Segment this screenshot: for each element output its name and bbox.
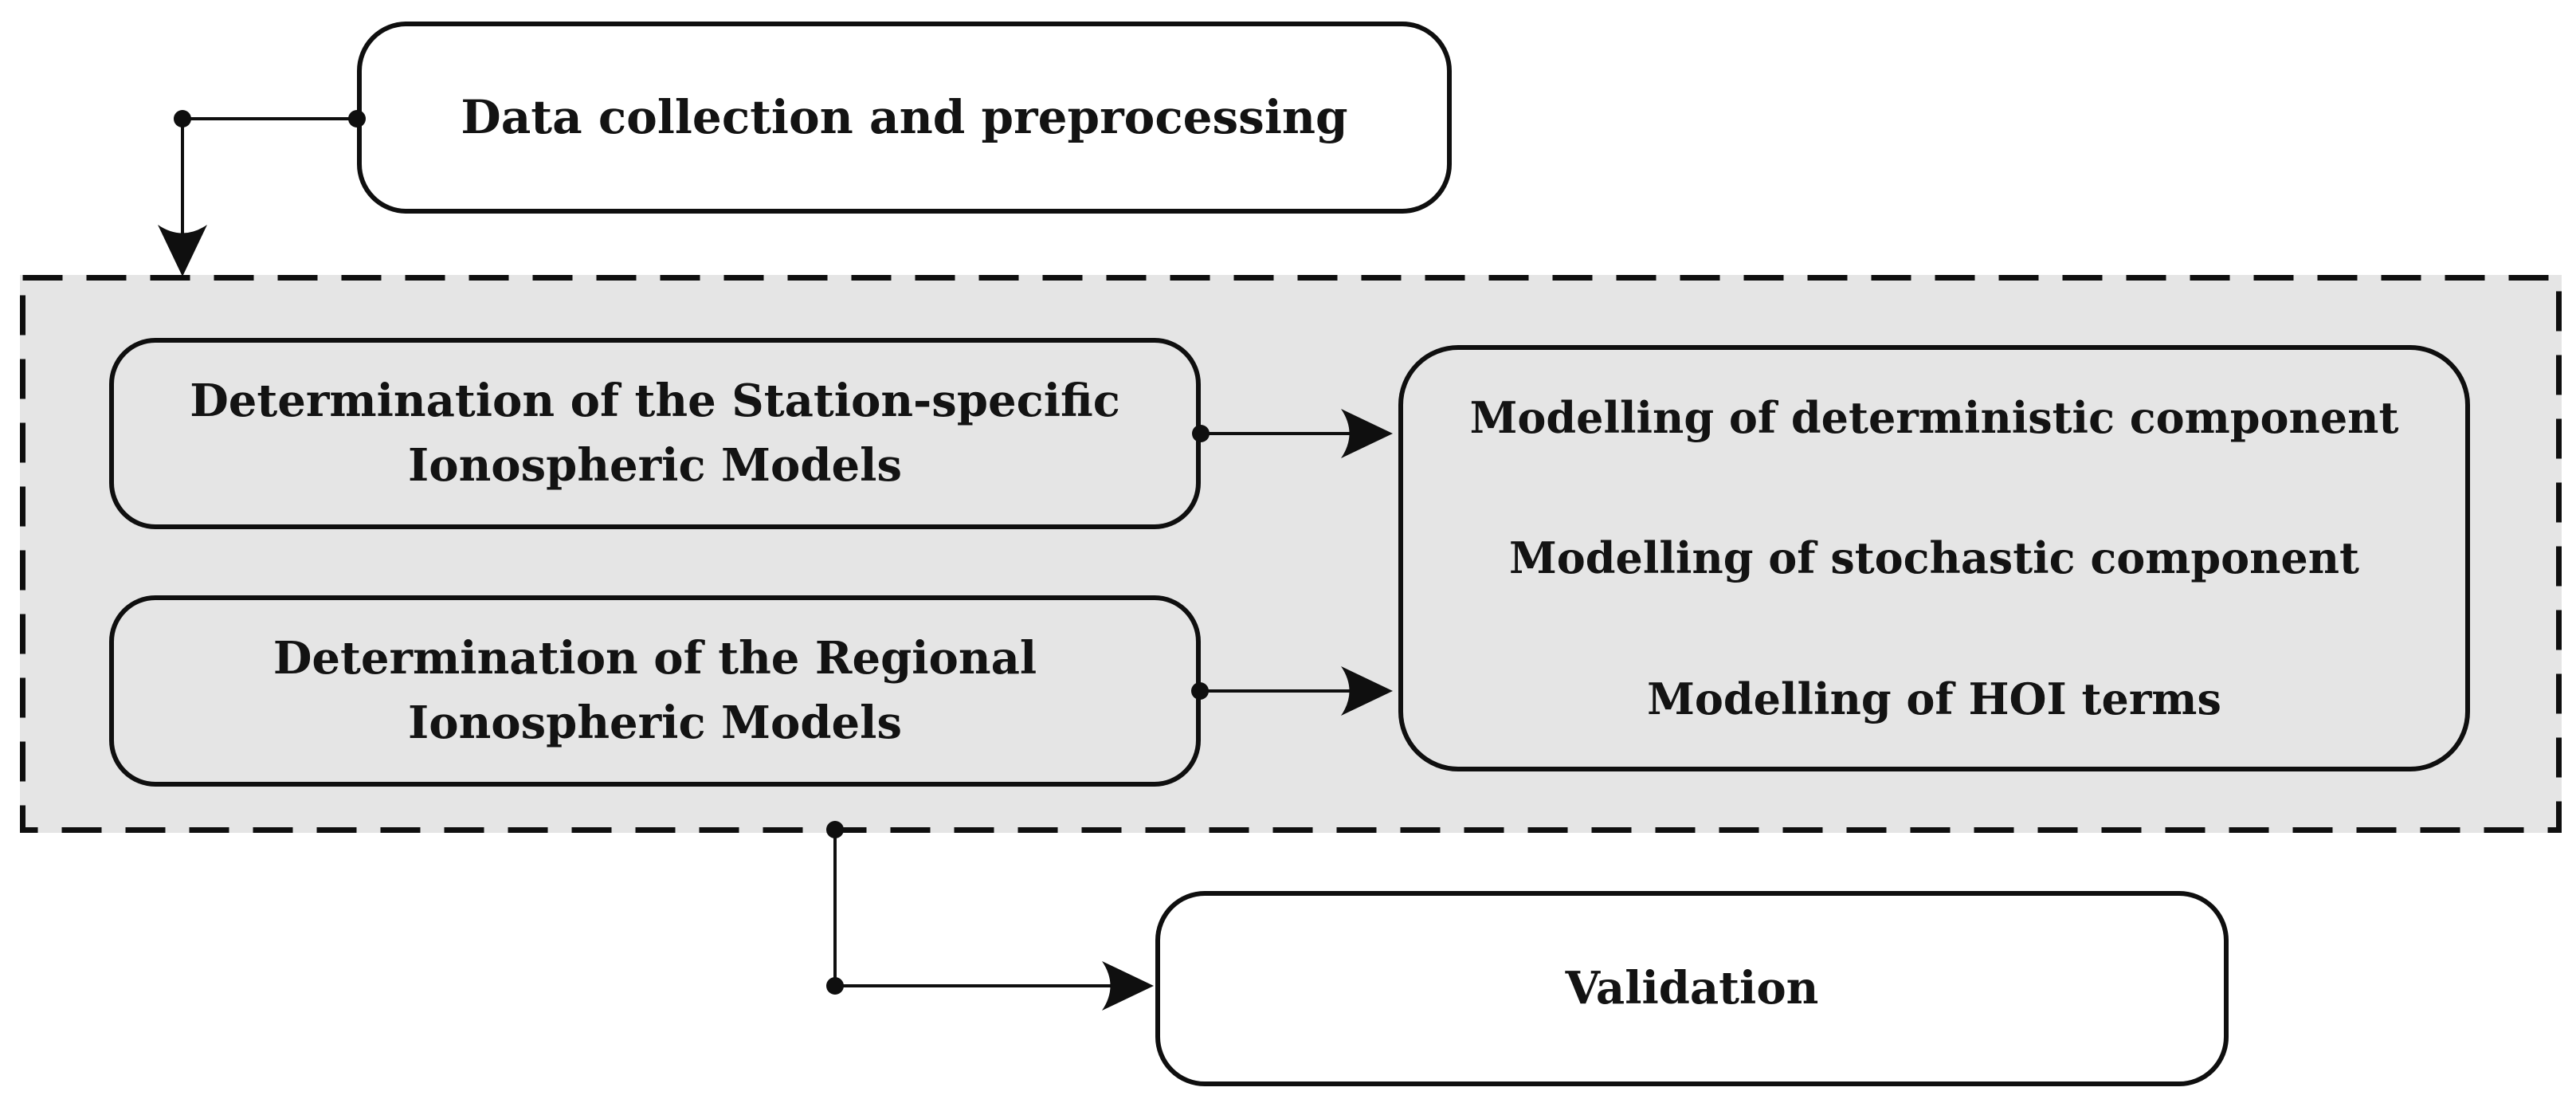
- node-data-collection: Data collection and preprocessing: [357, 22, 1452, 214]
- node-regional-label-line1: Determination of the Regional: [272, 631, 1037, 685]
- node-modelling: Modelling of deterministic component Mod…: [1398, 345, 2470, 771]
- node-data-collection-label: Data collection and preprocessing: [461, 90, 1348, 145]
- node-regional-label-line2: Ionospheric Models: [408, 697, 902, 749]
- node-modelling-label-deterministic: Modelling of deterministic component: [1469, 392, 2399, 444]
- node-modelling-label-stochastic: Modelling of stochastic component: [1509, 532, 2359, 584]
- node-validation: Validation: [1155, 891, 2229, 1086]
- node-regional-models: Determination of the Regional Ionospheri…: [109, 595, 1201, 787]
- junction-dot-top-corner: [174, 110, 191, 128]
- node-station-label-line1: Determination of the Station-specific: [190, 374, 1120, 427]
- junction-dot-validation-corner: [826, 977, 844, 995]
- node-station-specific-models: Determination of the Station-specific Io…: [109, 338, 1201, 529]
- arrowhead-into-validation: [1102, 961, 1154, 1011]
- node-station-label-line2: Ionospheric Models: [408, 439, 902, 492]
- node-validation-label: Validation: [1565, 961, 1819, 1015]
- arrowhead-into-container: [158, 225, 207, 277]
- node-modelling-label-hoi: Modelling of HOI terms: [1647, 673, 2221, 724]
